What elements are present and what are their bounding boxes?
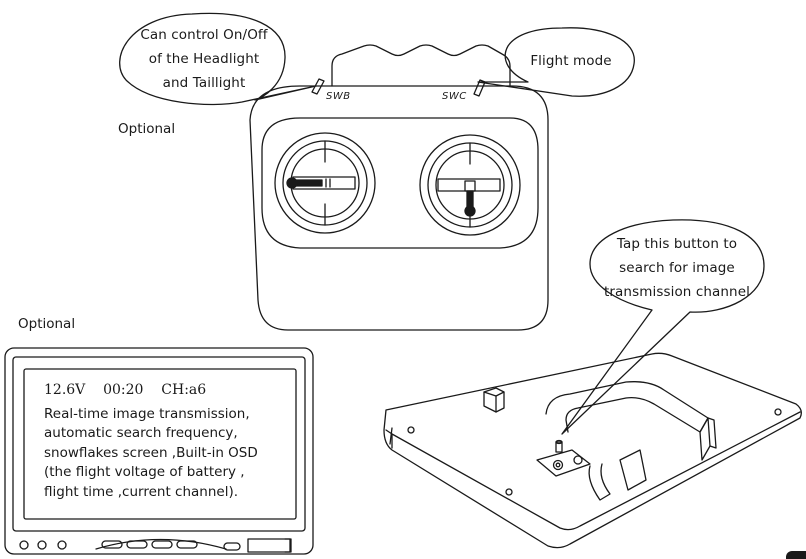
monitor-rear-illustration bbox=[383, 352, 802, 549]
corner-badge bbox=[786, 551, 806, 559]
optional-label-monitor: Optional bbox=[18, 316, 76, 332]
swb-switch bbox=[311, 78, 325, 95]
flight-mode-callout-text: Flight mode bbox=[530, 53, 612, 69]
osd-voltage: 12.6V bbox=[44, 382, 86, 398]
left-stick-gimbal bbox=[274, 132, 376, 234]
osd-channel: CH:a6 bbox=[161, 382, 207, 398]
headlight-callout-bubble bbox=[119, 12, 317, 106]
search-button bbox=[555, 441, 563, 453]
monitor-description: Real-time image transmission, automatic … bbox=[44, 406, 258, 500]
swb-label: SWB bbox=[326, 91, 351, 102]
osd-readout: 12.6V 00:20 CH:a6 bbox=[44, 382, 206, 398]
swc-label: SWC bbox=[442, 91, 467, 102]
transmitter-illustration bbox=[249, 44, 549, 331]
osd-time: 00:20 bbox=[103, 382, 144, 398]
headlight-callout-text: Can control On/Off of the Headlight and … bbox=[140, 27, 268, 91]
search-button-callout-text: Tap this button to search for image tran… bbox=[604, 236, 750, 300]
search-button-plate bbox=[536, 449, 591, 477]
monitor-front-illustration bbox=[4, 347, 314, 555]
search-button-callout-bubble bbox=[561, 219, 765, 435]
flight-mode-callout-bubble bbox=[477, 27, 635, 97]
optional-label-transmitter: Optional bbox=[118, 121, 176, 137]
right-stick-gimbal bbox=[419, 134, 521, 236]
